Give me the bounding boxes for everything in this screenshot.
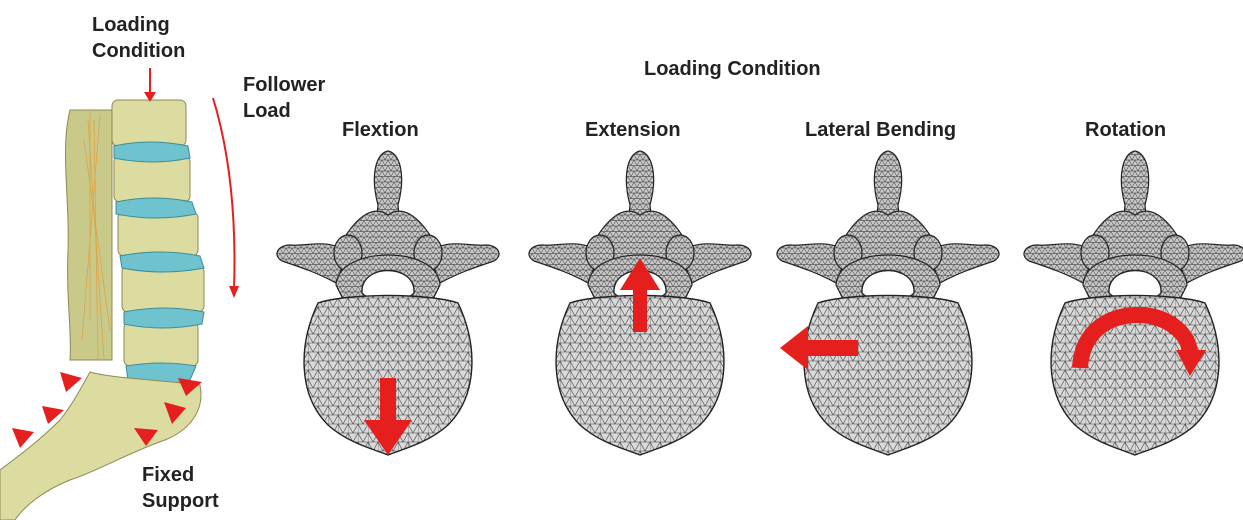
vertebra-lateral-bending — [777, 151, 999, 455]
lumbar-spine-model — [0, 68, 239, 520]
vertebra-rotation — [1024, 151, 1243, 455]
